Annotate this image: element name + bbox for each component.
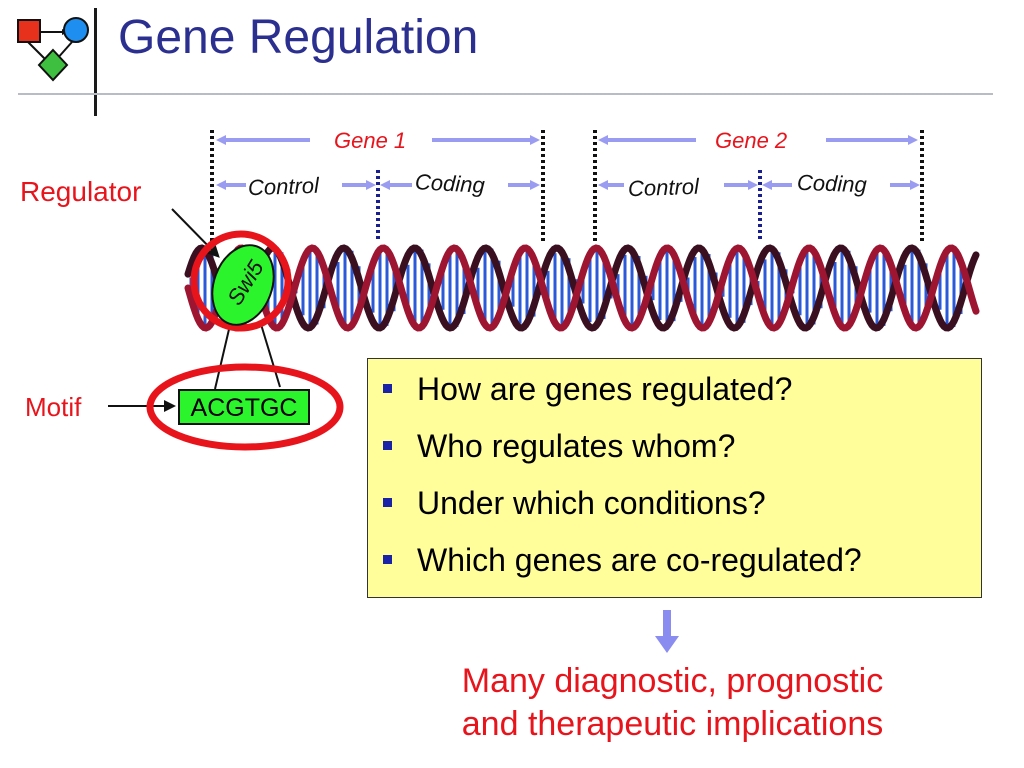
question-text: Who regulates whom? <box>417 428 736 464</box>
questions-box: How are genes regulated? Who regulates w… <box>367 358 982 598</box>
regulator-label: Regulator <box>20 176 142 207</box>
title-divider-horizontal <box>18 93 993 95</box>
list-item: How are genes regulated? <box>368 367 862 424</box>
list-item: Which genes are co-regulated? <box>368 538 862 595</box>
regulator-motif-ring <box>146 363 344 451</box>
question-text: Which genes are co-regulated? <box>417 542 862 578</box>
dna-strand-back <box>184 244 980 332</box>
slide-title: Gene Regulation <box>118 11 479 64</box>
implications-text: Many diagnostic, prognostic and therapeu… <box>380 660 965 746</box>
bullet-square-icon <box>383 555 392 564</box>
gene2-coding-label: Coding <box>796 169 868 198</box>
network-logo-icon <box>17 17 89 82</box>
down-arrow-icon <box>655 610 679 653</box>
question-text: Under which conditions? <box>417 485 766 521</box>
regulator-highlight-ring <box>190 230 292 332</box>
gene2-control-label: Control <box>627 173 700 202</box>
question-text: How are genes regulated? <box>417 371 793 407</box>
swi5-protein <box>211 244 275 326</box>
bullet-square-icon <box>383 498 392 507</box>
motif-label: Motif <box>25 392 82 422</box>
bullet-square-icon <box>383 441 392 450</box>
bullet-square-icon <box>383 384 392 393</box>
motif-sequence-box: ACGTGC <box>178 389 310 425</box>
dna-strand-front <box>184 244 980 332</box>
implications-line-1: Many diagnostic, prognostic <box>461 662 884 700</box>
title-divider-vertical <box>94 8 97 116</box>
gene-region-markers <box>210 130 924 244</box>
questions-list: How are genes regulated? Who regulates w… <box>368 367 862 595</box>
implications-line-2: and therapeutic implications <box>461 705 884 743</box>
regulator-annotation <box>108 208 344 451</box>
gene1-coding-label: Coding <box>414 169 486 198</box>
list-item: Under which conditions? <box>368 481 862 538</box>
list-item: Who regulates whom? <box>368 424 862 481</box>
gene1-label: Gene 1 <box>334 128 407 153</box>
gene2-label: Gene 2 <box>715 128 788 153</box>
